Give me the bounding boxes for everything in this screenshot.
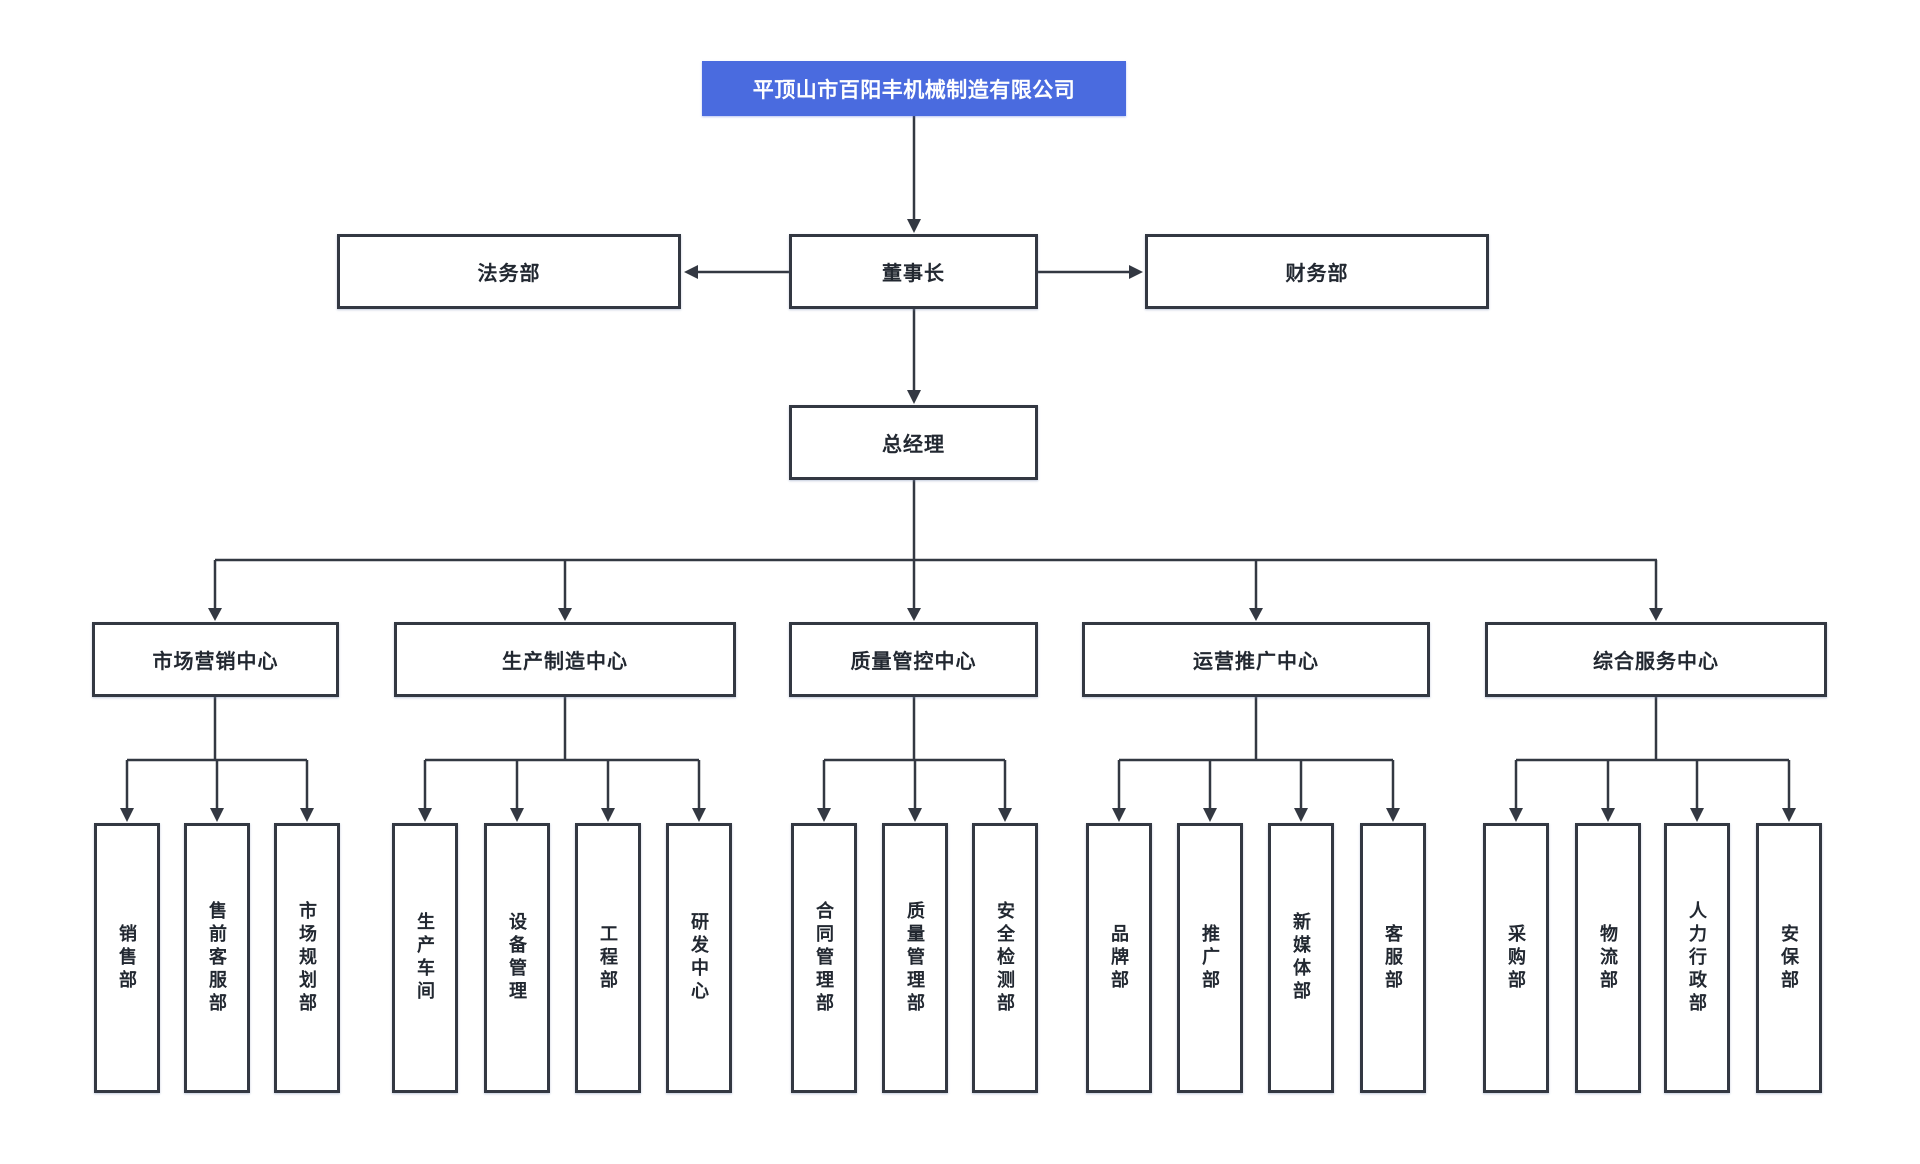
node-dept-production-workshop: 生产车间 [392,823,458,1093]
node-chairman-label: 董事长 [882,263,945,285]
node-dept-label: 售前客服部 [207,900,227,1016]
node-dept-hr-admin: 人力行政部 [1664,823,1730,1093]
connector-bus-to-center-5 [1649,560,1663,621]
node-dept-label: 工程部 [598,923,618,993]
connector-center-4-subtree [1112,697,1400,822]
node-finance-dept: 财务部 [1145,234,1489,309]
node-center-label: 综合服务中心 [1593,651,1719,673]
node-dept-procurement: 采购部 [1483,823,1549,1093]
node-center-quality: 质量管控中心 [789,622,1038,697]
node-dept-label: 安全检测部 [995,900,1015,1016]
connector-center-2-subtree [418,697,706,822]
node-dept-label: 人力行政部 [1687,900,1707,1016]
node-center-label: 质量管控中心 [850,651,977,673]
connector-bus-to-center-4 [1249,560,1263,621]
node-dept-label: 合同管理部 [814,900,834,1016]
node-dept-label: 采购部 [1506,923,1526,993]
node-dept-label: 推广部 [1200,923,1220,993]
node-dept-label: 物流部 [1598,923,1618,993]
node-legal-dept-label: 法务部 [477,263,541,285]
node-dept-label: 设备管理 [507,912,527,1004]
node-dept-label: 市场规划部 [297,900,317,1016]
node-company: 平顶山市百阳丰机械制造有限公司 [702,61,1126,116]
node-center-marketing: 市场营销中心 [92,622,339,697]
connector-center-5-subtree [1509,697,1796,822]
connector-chairman-to-legal [684,265,789,279]
node-dept-new-media: 新媒体部 [1268,823,1334,1093]
node-dept-sales: 销售部 [94,823,160,1093]
node-legal-dept: 法务部 [337,234,681,309]
node-finance-dept-label: 财务部 [1285,263,1349,285]
node-dept-logistics: 物流部 [1575,823,1641,1093]
connector-bus-to-center-2 [558,560,572,621]
node-dept-label: 质量管理部 [905,900,925,1016]
node-dept-contract-management: 合同管理部 [791,823,857,1093]
connector-chairman-to-gm [907,309,921,404]
node-dept-label: 新媒体部 [1291,912,1311,1004]
connector-bus-to-center-1 [208,560,222,621]
node-dept-equipment-management: 设备管理 [484,823,550,1093]
node-dept-presales-service: 售前客服部 [184,823,250,1093]
node-center-manufacturing: 生产制造中心 [394,622,736,697]
connector-gm-to-centers-bus [215,480,1657,562]
node-dept-brand: 品牌部 [1086,823,1152,1093]
node-dept-rnd-center: 研发中心 [666,823,732,1093]
connector-center-3-subtree [817,697,1012,822]
node-dept-promotion: 推广部 [1177,823,1243,1093]
node-dept-label: 品牌部 [1109,923,1129,993]
node-general-manager: 总经理 [789,405,1038,480]
node-dept-label: 客服部 [1383,923,1403,993]
node-center-operations: 运营推广中心 [1082,622,1430,697]
node-company-label: 平顶山市百阳丰机械制造有限公司 [752,78,1076,102]
node-dept-security: 安保部 [1756,823,1822,1093]
node-dept-label: 安保部 [1779,923,1799,993]
node-dept-quality-management: 质量管理部 [882,823,948,1093]
node-chairman: 董事长 [789,234,1038,309]
node-center-label: 运营推广中心 [1193,651,1319,673]
node-general-manager-label: 总经理 [882,434,945,456]
node-center-services: 综合服务中心 [1485,622,1827,697]
node-dept-engineering: 工程部 [575,823,641,1093]
connector-bus-to-center-3 [907,560,921,621]
connector-center-1-subtree [120,697,314,822]
node-dept-market-planning: 市场规划部 [274,823,340,1093]
node-dept-customer-service: 客服部 [1360,823,1426,1093]
connector-chairman-to-finance [1038,265,1143,279]
node-dept-safety-inspection: 安全检测部 [972,823,1038,1093]
node-dept-label: 研发中心 [689,912,709,1004]
node-center-label: 市场营销中心 [152,651,279,673]
node-dept-label: 销售部 [117,923,137,993]
node-dept-label: 生产车间 [415,912,435,1004]
node-center-label: 生产制造中心 [502,651,628,673]
connector-company-to-chairman [907,116,921,233]
